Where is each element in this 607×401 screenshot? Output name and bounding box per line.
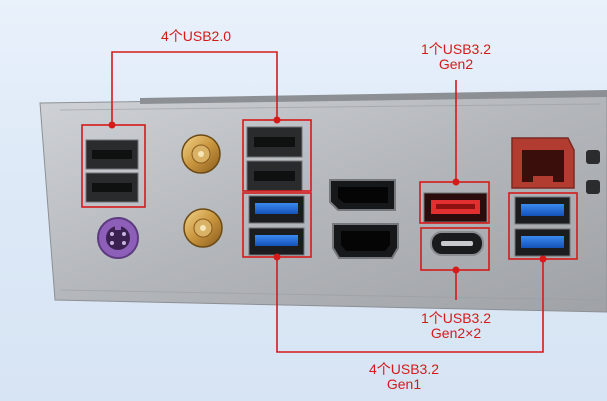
usb20-label: 4个USB2.0: [160, 28, 232, 44]
usb32-gen1-label-line2: Gen1: [386, 376, 422, 392]
antenna-connector: [181, 134, 221, 174]
usb32-gen2-label-line1: 1个USB3.2: [420, 41, 492, 57]
hdmi-port: [332, 223, 399, 259]
usb32-gen2x2-label-line1: 1个USB3.2: [420, 310, 492, 326]
usb-c-port: [430, 231, 484, 256]
ps2-port: [97, 217, 139, 259]
usb32-gen2-label: 1个USB3.2 Gen2: [404, 42, 508, 72]
displayport: [329, 179, 396, 211]
side-buttons: [586, 150, 600, 194]
usb3-gen1-port: [248, 195, 305, 224]
usb2-port: [85, 139, 139, 170]
usb32-gen1-leader-line: [276, 257, 544, 353]
usb32-gen2x2-label: 1个USB3.2 Gen2×2: [404, 311, 508, 341]
usb3-gen1-port: [248, 227, 305, 256]
io-shield-top-edge: [140, 90, 607, 104]
usb32-gen2-port: [423, 192, 488, 223]
usb2-port: [246, 126, 303, 158]
annotation-dots: [108, 116, 547, 274]
usb3-gen1-port: [514, 196, 571, 225]
usb32-gen1-label: 4个USB3.2 Gen1: [352, 362, 456, 392]
usb32-gen2x2-label-line2: Gen2×2: [430, 325, 482, 341]
usb3-gen1-port: [514, 228, 571, 257]
usb2-port: [246, 160, 303, 192]
antenna-connector: [183, 208, 223, 248]
usb32-gen2-label-line2: Gen2: [438, 56, 474, 72]
usb20-leader-line: [111, 51, 278, 125]
usb2-port: [85, 172, 139, 203]
ethernet-port: [511, 137, 575, 189]
usb32-gen1-label-line1: 4个USB3.2: [368, 361, 440, 377]
shield-ridges: [59, 103, 601, 301]
